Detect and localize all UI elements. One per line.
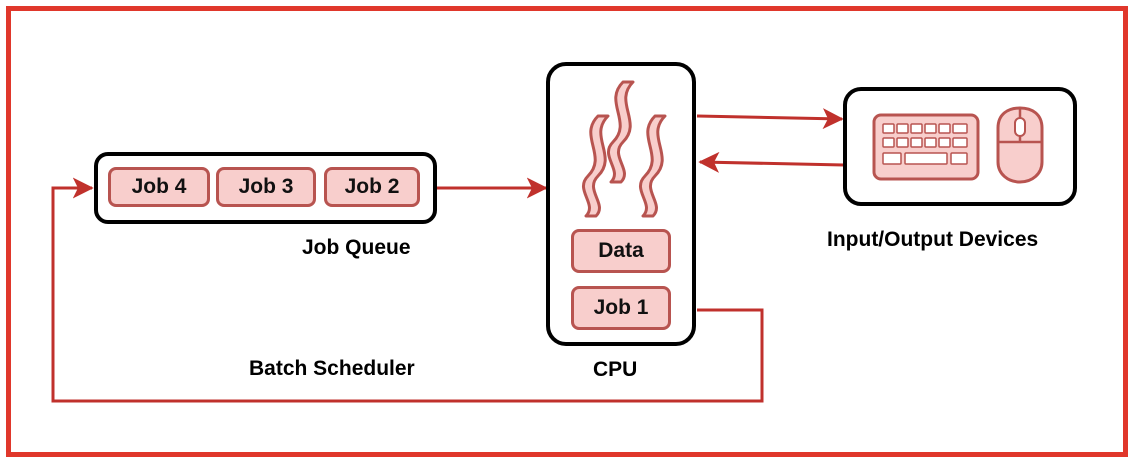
arrow-batch-scheduler-loop xyxy=(51,177,764,403)
cpu-job-1-item: Job 1 xyxy=(571,286,671,330)
cpu-activity-icon xyxy=(581,80,667,218)
job-4-item: Job 4 xyxy=(108,167,210,207)
wave-middle xyxy=(606,80,635,184)
io-devices-label: Input/Output Devices xyxy=(827,228,1039,251)
cpu-box xyxy=(546,62,696,346)
cpu-label: CPU xyxy=(593,358,638,381)
cpu-data-item: Data xyxy=(571,229,671,273)
arrow-io-to-cpu xyxy=(698,151,845,173)
wave-left xyxy=(581,114,610,218)
keyboard-icon xyxy=(872,113,980,181)
connectors xyxy=(51,108,845,403)
batch-scheduler-label: Batch Scheduler xyxy=(249,357,415,380)
arrow-cpu-to-io xyxy=(696,108,844,130)
job-queue-label: Job Queue xyxy=(302,236,411,259)
wave-right xyxy=(638,114,667,218)
io-devices-box xyxy=(843,87,1077,206)
mouse-icon xyxy=(996,106,1044,184)
job-3-item: Job 3 xyxy=(216,167,316,207)
diagram-frame xyxy=(6,6,1128,457)
job-2-item: Job 2 xyxy=(324,167,420,207)
